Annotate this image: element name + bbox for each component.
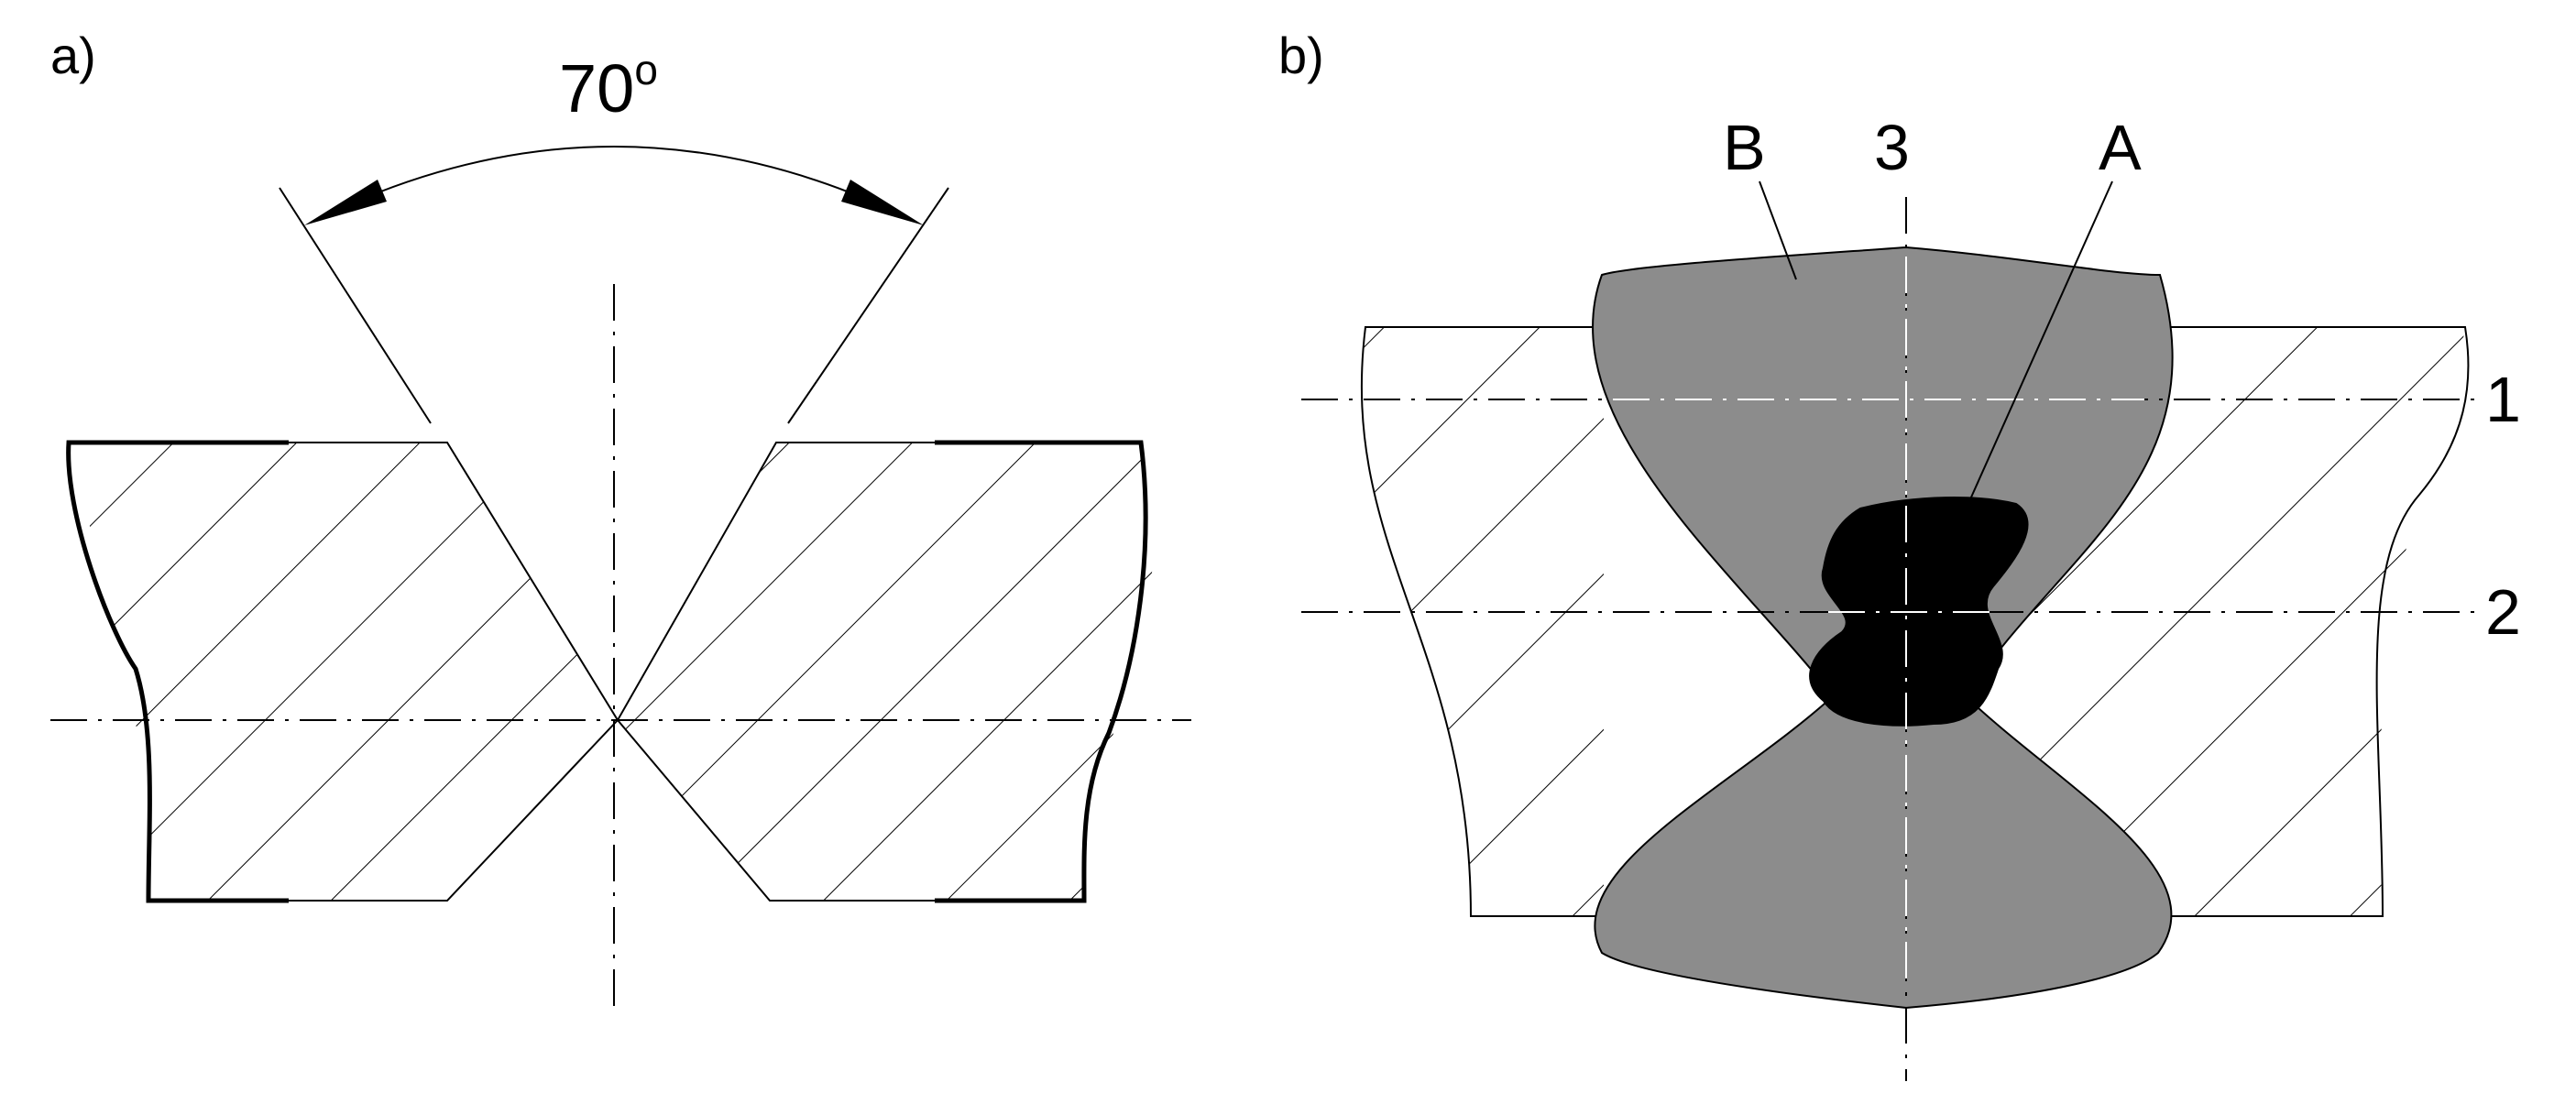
left-plate bbox=[66, 440, 619, 903]
label-axis-1: 1 bbox=[2485, 364, 2521, 435]
panel-b-label: b) bbox=[1278, 27, 1324, 84]
angle-label: 70o bbox=[559, 46, 658, 126]
label-a: A bbox=[2099, 112, 2142, 183]
angle-dimension-arc bbox=[315, 146, 913, 221]
arrowhead-left-icon bbox=[304, 180, 387, 225]
label-axis-3: 3 bbox=[1874, 112, 1910, 183]
leader-b bbox=[1759, 180, 1797, 280]
arrowhead-right-icon bbox=[841, 180, 924, 225]
label-b: B bbox=[1723, 112, 1766, 183]
panel-a-label: a) bbox=[50, 27, 96, 84]
base-plate-left bbox=[1361, 326, 1604, 917]
panel-a: a) 70o bbox=[50, 27, 1191, 1017]
bevel-extension-left bbox=[279, 187, 432, 424]
right-plate bbox=[616, 440, 1155, 903]
bevel-extension-right bbox=[787, 187, 949, 424]
label-axis-2: 2 bbox=[2485, 576, 2521, 648]
panel-b: b) B 3 A 1 2 bbox=[1278, 27, 2521, 1081]
leader-a bbox=[1969, 180, 2113, 500]
